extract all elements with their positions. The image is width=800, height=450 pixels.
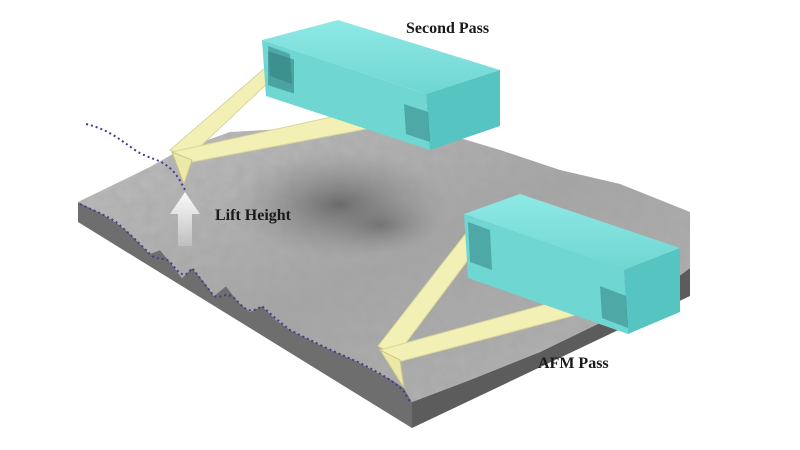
second-pass-box-top: [262, 20, 500, 94]
trace-path: [79, 123, 411, 403]
second-pass-box-side: [426, 70, 500, 150]
second-pass-tip: [171, 151, 193, 186]
afm-pass-box-front: [464, 214, 628, 334]
arrow-up-icon: [170, 192, 200, 246]
second-pass-cantilever: [168, 20, 500, 186]
afm-pass-cantilever: [377, 194, 680, 389]
afm-pass-label: AFM Pass: [538, 355, 609, 372]
afm-pass-box-top: [464, 194, 680, 270]
sample-front-face: [78, 202, 412, 428]
sample-right-face: [412, 268, 690, 428]
lift-height-label: Lift Height: [215, 207, 291, 224]
afm-pass-tip: [378, 348, 405, 389]
afm-pass-box-side: [624, 248, 680, 334]
second-pass-label: Second Pass: [406, 20, 490, 37]
sample-block: [78, 124, 690, 428]
second-pass-box-front: [262, 40, 430, 150]
